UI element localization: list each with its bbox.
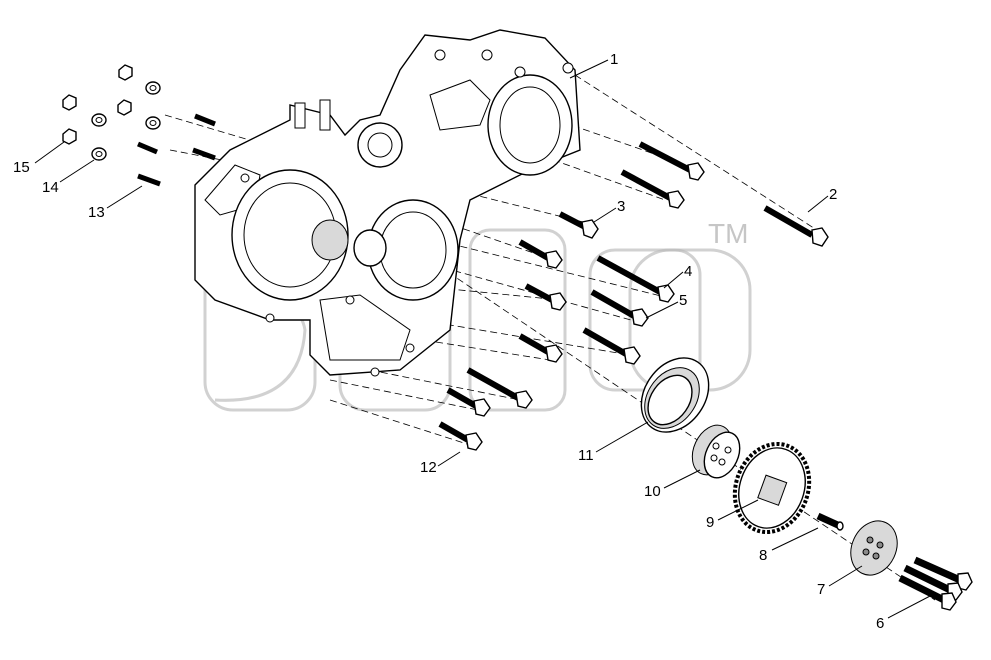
callout-13: 13 <box>88 204 105 221</box>
callout-10: 10 <box>644 483 661 500</box>
callout-3: 3 <box>617 198 625 215</box>
callout-11: 11 <box>578 447 594 464</box>
pin-8 <box>816 512 844 531</box>
callout-labels: 1 2 3 4 5 6 7 8 9 10 11 12 13 14 15 <box>13 51 884 632</box>
hub-10 <box>691 424 741 479</box>
callout-15: 15 <box>13 159 30 176</box>
callout-1: 1 <box>610 51 618 68</box>
bolts <box>438 141 829 451</box>
plate-7 <box>850 520 898 576</box>
callout-8: 8 <box>759 547 767 564</box>
gear-housing <box>194 29 581 377</box>
nuts-15 <box>62 64 133 145</box>
callout-5: 5 <box>679 292 687 309</box>
leader-lines <box>34 59 933 619</box>
callout-4: 4 <box>684 263 692 280</box>
bolts-6 <box>898 556 973 611</box>
gear-9 <box>732 441 812 535</box>
studs-13 <box>137 113 216 187</box>
callout-2: 2 <box>829 186 837 203</box>
callout-14: 14 <box>42 179 59 196</box>
washers-14 <box>91 81 161 161</box>
callout-7: 7 <box>817 581 825 598</box>
watermark-tm: TM <box>708 218 748 249</box>
callout-12: 12 <box>420 459 437 476</box>
callout-9: 9 <box>706 514 714 531</box>
callout-6: 6 <box>876 615 884 632</box>
seal-11 <box>640 357 710 433</box>
